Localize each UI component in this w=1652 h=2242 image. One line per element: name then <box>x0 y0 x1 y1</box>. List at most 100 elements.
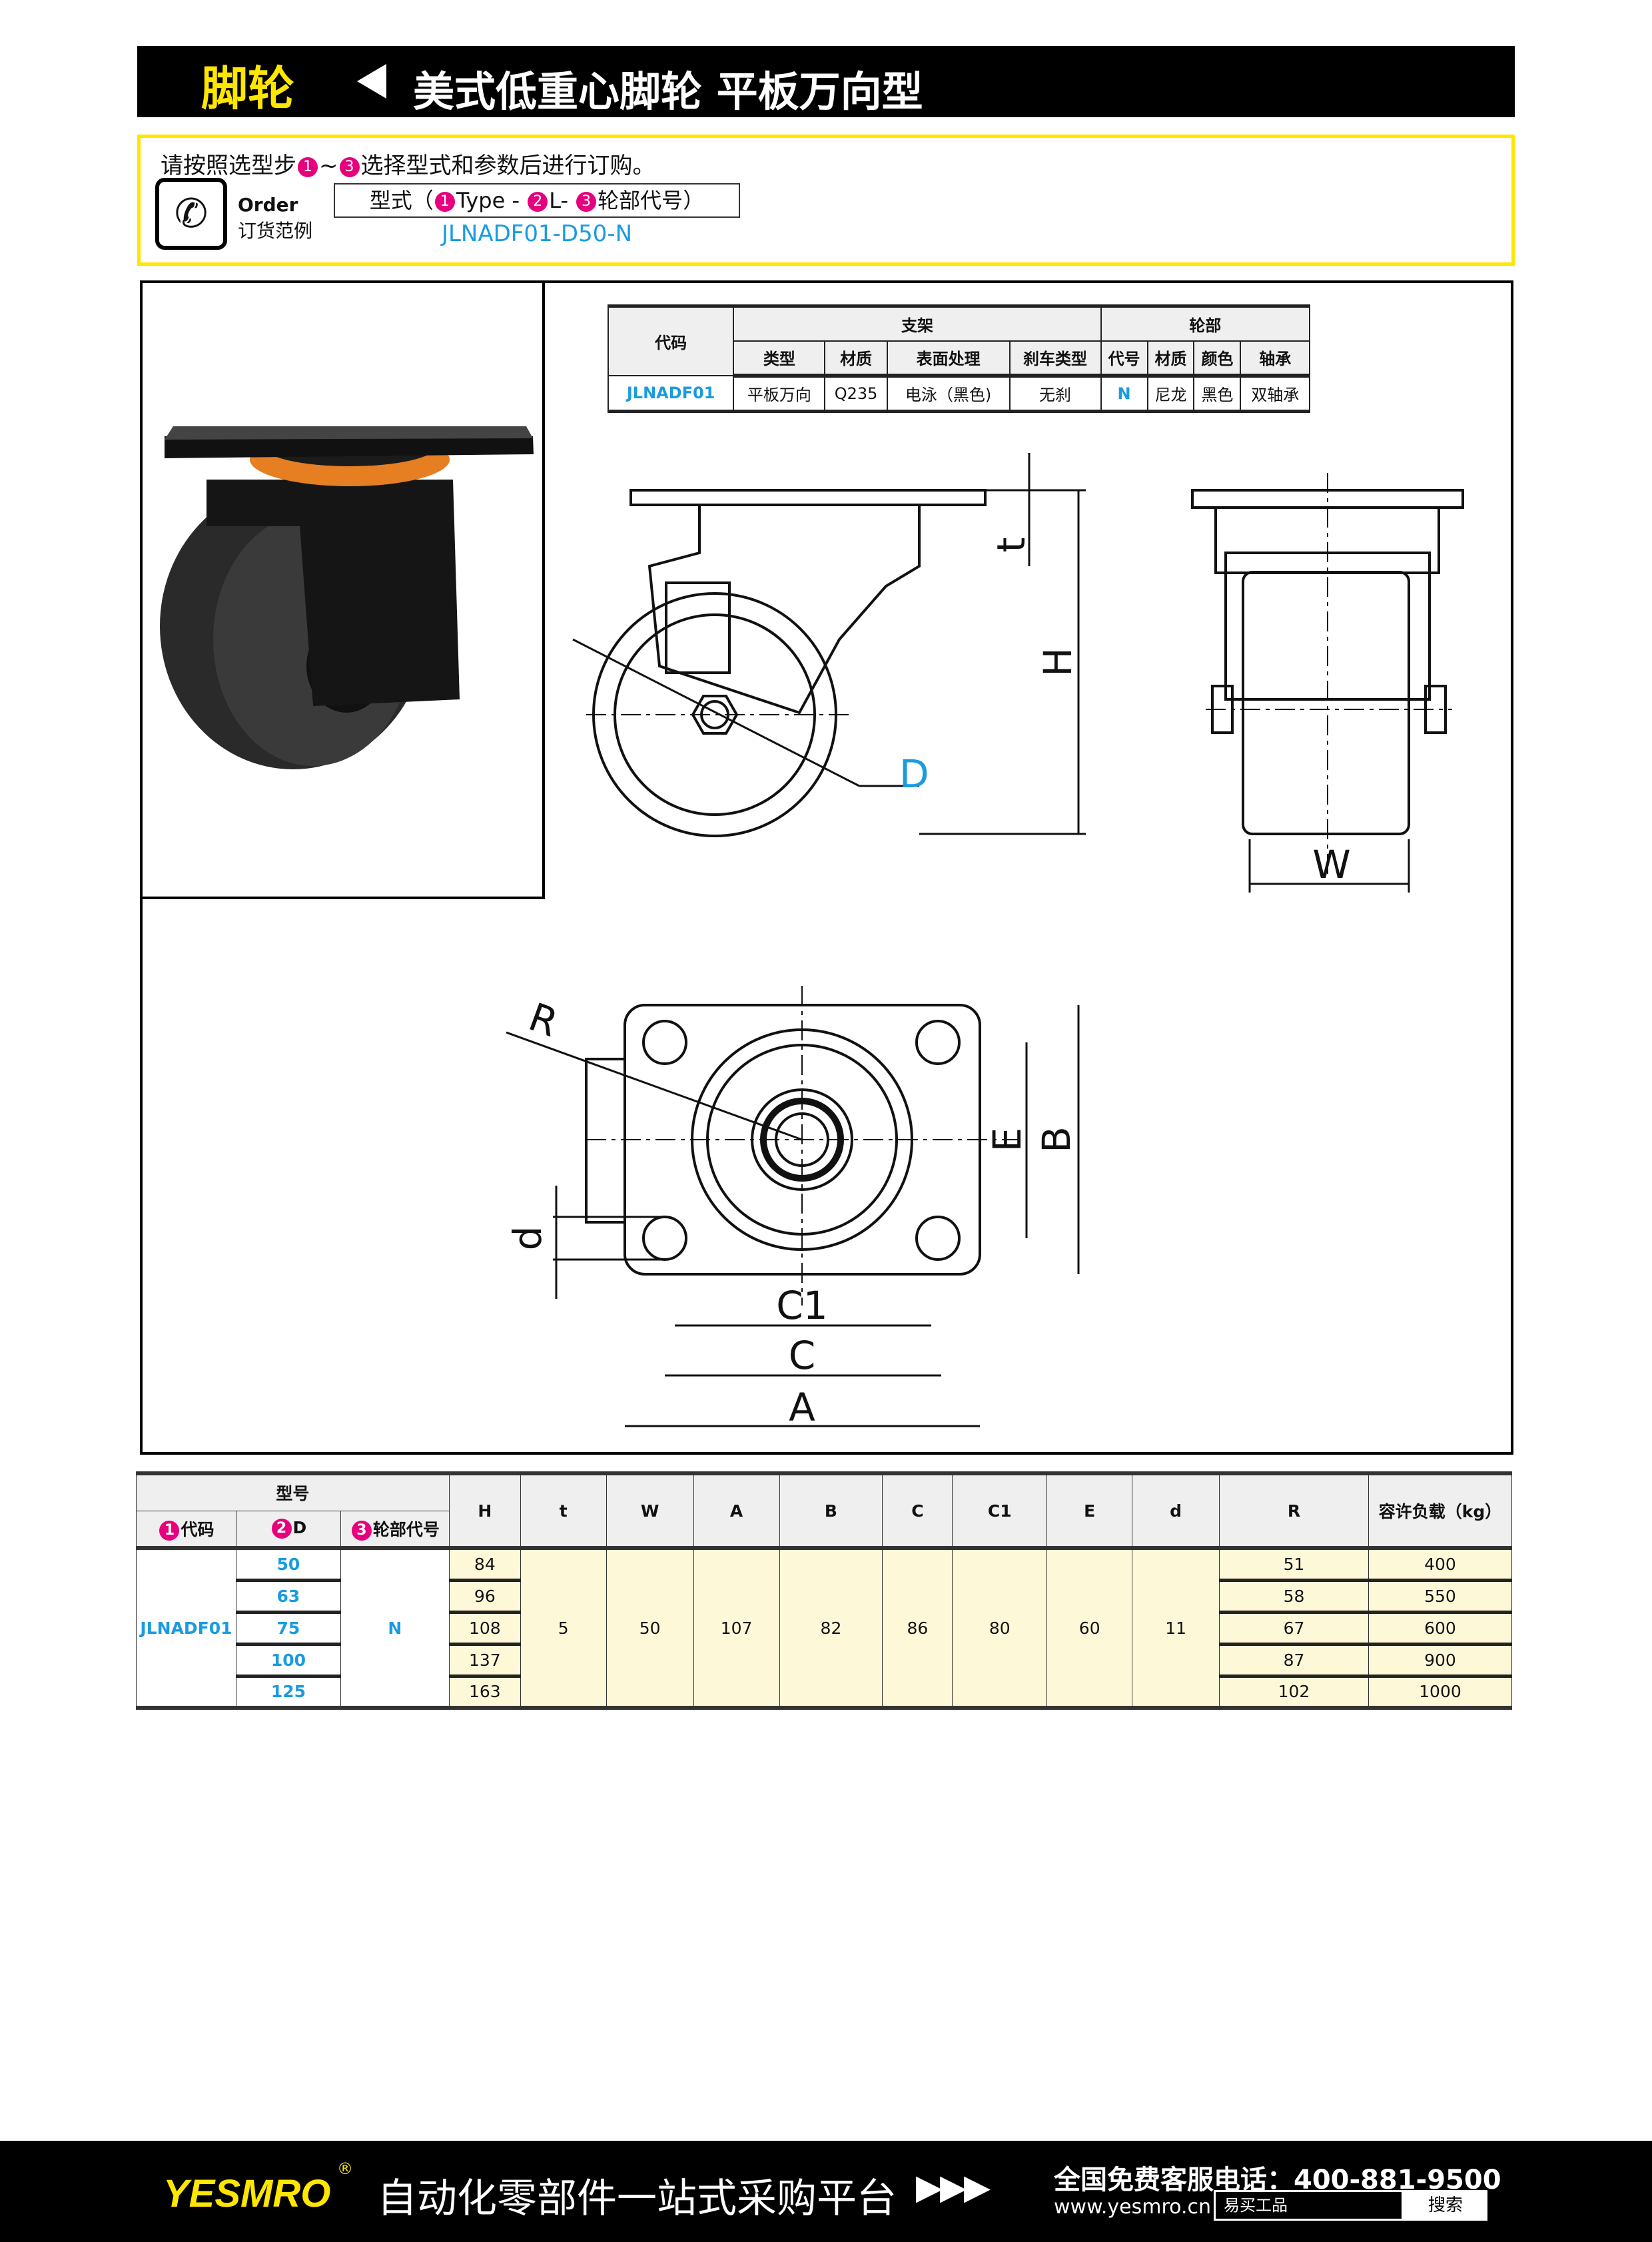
step-badge: 3 <box>339 157 360 177</box>
step-badge: 1 <box>434 192 455 212</box>
spec-header-code: 代码 <box>607 305 735 376</box>
col-header: t <box>520 1473 607 1550</box>
table-row: JLNADF01 50 N 84 5 50 107 82 86 80 60 11… <box>136 1547 1513 1708</box>
h-value: 163 <box>448 1675 521 1708</box>
spec-cell: 双轴承 <box>1240 374 1310 412</box>
spec-code: JLNADF01 <box>607 374 735 412</box>
product-photo-box <box>140 280 545 899</box>
load-value: 1000 <box>1368 1675 1513 1708</box>
step-badge: 2 <box>271 1519 292 1539</box>
intro-text: 请按照选型步 <box>161 153 296 179</box>
step-badge: 1 <box>298 157 318 177</box>
wheel-diameter: 100 <box>235 1643 341 1678</box>
step-badge: 3 <box>351 1520 372 1541</box>
col-header: R <box>1219 1473 1369 1550</box>
spec-header-wheel: 轮部 <box>1100 305 1311 342</box>
e-value: 60 <box>1046 1547 1133 1708</box>
spec-col: 代号 <box>1100 340 1148 378</box>
triangle-left-icon <box>357 64 386 99</box>
slogan: 自动化零部件一站式采购平台 <box>377 2175 897 2222</box>
spec-cell: 黑色 <box>1193 374 1242 412</box>
wheel-diameter: 50 <box>235 1547 341 1582</box>
format-text: ） <box>683 188 705 213</box>
spec-cell: Q235 <box>824 374 888 412</box>
spec-header-bracket: 支架 <box>733 305 1102 342</box>
col-header: B <box>779 1473 883 1550</box>
step-badge: 3 <box>576 192 597 212</box>
h-value: 84 <box>448 1547 521 1582</box>
r-value: 51 <box>1219 1547 1369 1582</box>
r-value: 102 <box>1219 1675 1369 1708</box>
header-text: 代码 <box>181 1519 214 1539</box>
step-badge: 1 <box>159 1520 180 1541</box>
col-header: d <box>1132 1473 1220 1550</box>
col-header: C <box>882 1473 953 1550</box>
wheel-diameter: 75 <box>235 1611 341 1646</box>
d-value: 11 <box>1132 1547 1220 1708</box>
phone-icon: ✆ <box>155 178 227 250</box>
format-text: 轮部代号 <box>598 188 683 213</box>
website-link[interactable]: www.yesmro.cn <box>1054 2195 1212 2219</box>
spec-table: 代码支架轮部 类型材质表面处理刹车类型代号材质颜色轴承 JLNADF01 平板万… <box>607 304 1311 413</box>
h-value: 108 <box>448 1611 521 1646</box>
page-title: 美式低重心脚轮 平板万向型 <box>413 67 923 116</box>
load-value: 400 <box>1368 1547 1513 1582</box>
spec-cell: 电泳（黑色) <box>886 374 1011 412</box>
load-value: 550 <box>1368 1579 1513 1614</box>
h-value: 96 <box>448 1579 521 1614</box>
load-value: 600 <box>1368 1611 1513 1646</box>
wheel-diameter: 125 <box>235 1675 341 1708</box>
search-button[interactable]: 搜索 <box>1404 2190 1487 2221</box>
spec-col: 材质 <box>1146 340 1195 378</box>
order-example: JLNADF01-D50-N <box>441 220 633 247</box>
wheel-diameter: 63 <box>235 1579 341 1614</box>
r-value: 67 <box>1219 1611 1369 1646</box>
b-value: 82 <box>779 1547 883 1708</box>
search-input[interactable]: 易买工品 <box>1214 2190 1404 2221</box>
spec-cell: N <box>1100 374 1148 412</box>
spec-col: 颜色 <box>1193 340 1242 378</box>
col-header: W <box>606 1473 694 1550</box>
header-text: 轮部代号 <box>372 1519 440 1539</box>
model-header: 型号 <box>136 1473 450 1511</box>
arrows-icon: ▶▶▶ <box>916 2167 991 2207</box>
col-header: H <box>448 1473 521 1550</box>
footer-banner: YESMRO ® 自动化零部件一站式采购平台 ▶▶▶ 全国免费客服电话：400-… <box>0 2141 1652 2242</box>
col-header: E <box>1046 1473 1133 1550</box>
format-text: 型式（ <box>369 188 434 213</box>
spec-col: 类型 <box>733 340 826 378</box>
wheel-code: N <box>340 1547 450 1708</box>
col-header: A <box>693 1473 780 1550</box>
registered-mark: ® <box>337 2159 353 2178</box>
w-value: 50 <box>606 1547 694 1708</box>
category-label: 脚轮 <box>201 61 294 116</box>
intro-text: 选择型式和参数后进行订购。 <box>360 153 655 179</box>
r-value: 87 <box>1219 1643 1369 1678</box>
order-label-en: Order <box>238 194 298 216</box>
a-value: 107 <box>693 1547 780 1708</box>
t-value: 5 <box>520 1547 607 1708</box>
intro-text: ~ <box>319 153 338 179</box>
spec-col: 刹车类型 <box>1009 340 1102 378</box>
c-value: 86 <box>882 1547 953 1708</box>
spec-cell: 平板万向 <box>733 374 826 412</box>
load-value: 900 <box>1368 1643 1513 1678</box>
drawing-frame <box>140 280 1513 1455</box>
brand-logo[interactable]: YESMRO <box>163 2172 331 2215</box>
r-value: 58 <box>1219 1579 1369 1614</box>
spec-col: 轴承 <box>1240 340 1310 378</box>
spec-col: 表面处理 <box>886 340 1011 378</box>
step-badge: 2 <box>528 192 548 212</box>
spec-cell: 无刹 <box>1009 374 1102 412</box>
